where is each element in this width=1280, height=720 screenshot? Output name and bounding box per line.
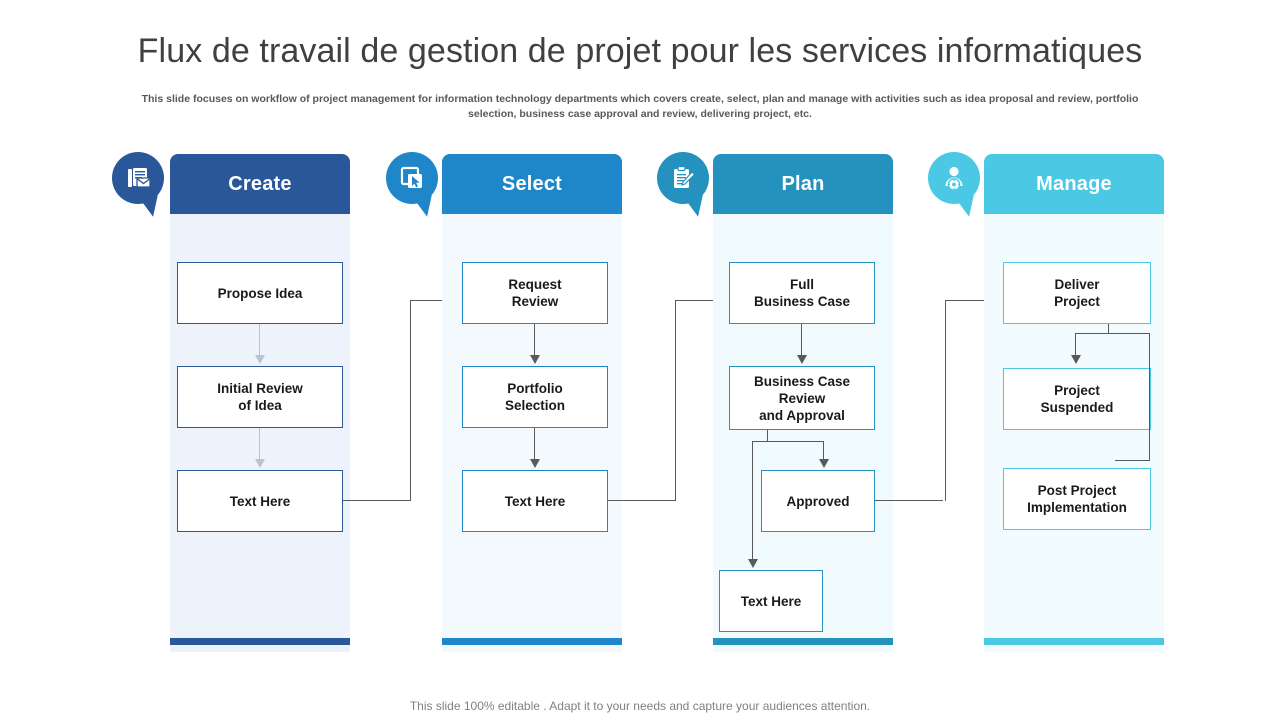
process-box-label: Text Here: [229, 493, 291, 509]
column-foottail-create: [170, 645, 350, 652]
column-title-select: Select: [501, 172, 563, 195]
column-title-manage: Manage: [1036, 172, 1112, 195]
process-box[interactable]: Text Here: [719, 570, 823, 632]
column-foottail-select: [442, 645, 622, 652]
column-title-create: Create: [228, 172, 292, 195]
slide-footer: This slide 100% editable . Adapt it to y…: [409, 699, 871, 713]
documents-mail-icon: [112, 152, 164, 204]
clipboard-pencil-icon: [657, 152, 709, 204]
process-box[interactable]: Approved: [761, 470, 875, 532]
process-box[interactable]: Text Here: [177, 470, 343, 532]
page-subtitle: This slide focuses on workflow of projec…: [141, 93, 1139, 120]
column-foottail-plan: [713, 645, 893, 652]
column-header-manage[interactable]: Manage: [984, 154, 1164, 214]
column-footbar-create: [170, 638, 350, 645]
process-box-label: Text Here: [504, 493, 566, 509]
process-box[interactable]: Propose Idea: [177, 262, 343, 324]
process-box-label: Text Here: [740, 593, 802, 609]
column-foottail-manage: [984, 645, 1164, 652]
process-box[interactable]: Text Here: [462, 470, 608, 532]
column-footbar-plan: [713, 638, 893, 645]
column-footbar-manage: [984, 638, 1164, 645]
process-box-label: Approved: [786, 493, 850, 509]
person-gear-icon: [928, 152, 980, 204]
page-title: Flux de travail de gestion de projet pou…: [137, 32, 1143, 70]
select-cursor-icon: [386, 152, 438, 204]
column-footbar-select: [442, 638, 622, 645]
column-header-plan[interactable]: Plan: [713, 154, 893, 214]
column-header-select[interactable]: Select: [442, 154, 622, 214]
column-title-plan: Plan: [781, 172, 825, 195]
column-header-create[interactable]: Create: [170, 154, 350, 214]
process-box-label: Propose Idea: [217, 285, 303, 301]
